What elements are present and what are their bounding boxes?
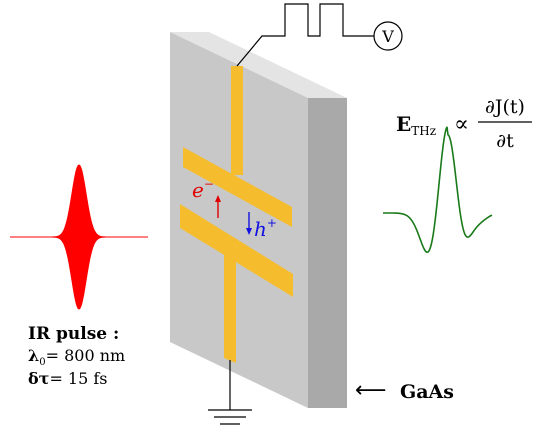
formula-numerator: ∂J(t) bbox=[485, 96, 525, 118]
bias-circuit bbox=[208, 3, 403, 425]
material-label: GaAs bbox=[400, 381, 454, 403]
photoconductive-antenna bbox=[180, 66, 293, 363]
formula-proportional: ∝ bbox=[454, 112, 469, 137]
thz-waveform bbox=[383, 126, 493, 254]
antenna-lower-electrode bbox=[180, 204, 293, 297]
hole-arrow-head bbox=[246, 228, 252, 235]
formula-lhs: ETHz bbox=[396, 112, 436, 138]
hole-label: h+ bbox=[254, 216, 277, 241]
thz-field-formula: ETHz ∝ ∂J(t) ∂t bbox=[396, 96, 532, 152]
antenna-upper-electrode bbox=[183, 147, 292, 227]
formula-lhs-sub: THz bbox=[411, 124, 436, 138]
antenna-lower-line bbox=[224, 250, 236, 363]
slab-top-face bbox=[170, 32, 347, 98]
pulse-parameters: IR pulse : λ0= 800 nm δτ= 15 fs bbox=[28, 324, 125, 388]
material-arrow: ⟵ bbox=[355, 378, 387, 403]
bias-pulse-wire bbox=[236, 3, 374, 67]
electron-arrow-head bbox=[215, 195, 221, 202]
voltmeter-label: V bbox=[381, 27, 394, 46]
antenna-upper-line bbox=[231, 66, 243, 175]
slab-side-face bbox=[308, 98, 347, 408]
hole-charge: + bbox=[267, 216, 277, 230]
pulse-title: IR pulse : bbox=[28, 324, 119, 344]
ir-pulse-waveform bbox=[50, 164, 108, 310]
pulse-duration: δτ= 15 fs bbox=[28, 369, 108, 388]
voltmeter-icon bbox=[373, 21, 403, 51]
formula-denominator: ∂t bbox=[496, 130, 514, 152]
electron-label: e− bbox=[192, 177, 214, 202]
pulse-wavelength: λ0= 800 nm bbox=[28, 346, 125, 368]
slab-front-face bbox=[170, 32, 308, 408]
electron-charge: − bbox=[204, 177, 214, 191]
